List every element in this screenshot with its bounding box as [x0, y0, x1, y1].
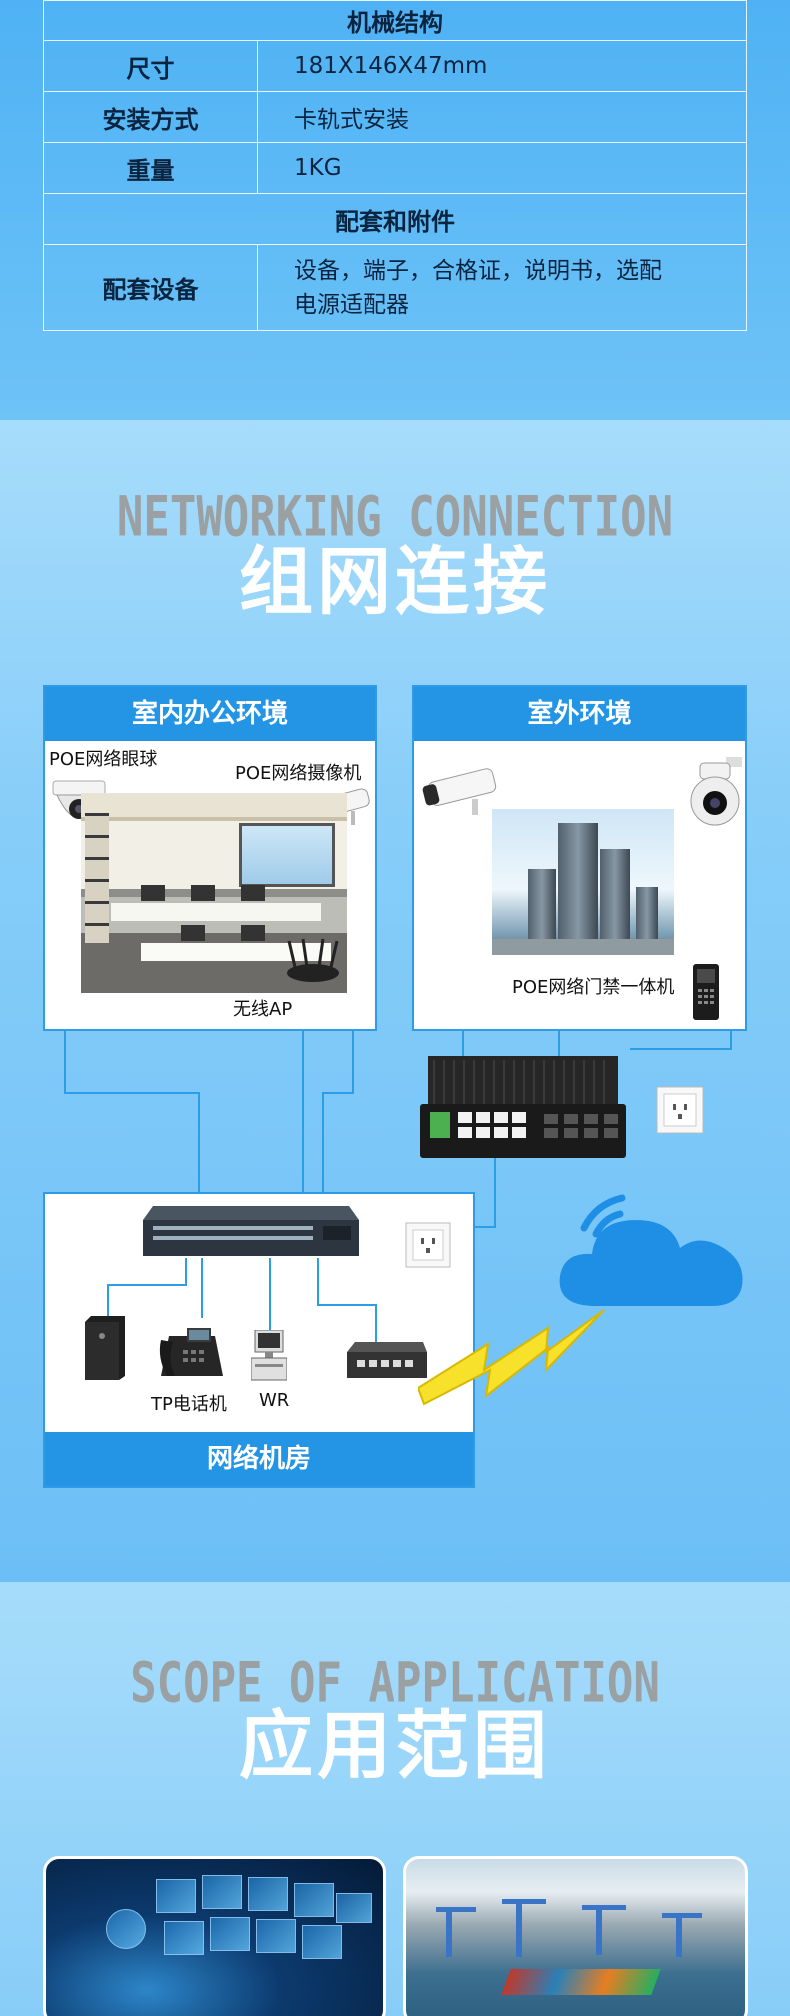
- speed-dome-camera-icon: [690, 757, 742, 826]
- workstation-icon: [251, 1330, 287, 1381]
- monitoring-wall-photo: [43, 1856, 386, 2016]
- wire: [375, 1304, 377, 1344]
- wire: [302, 1010, 304, 1210]
- spec-value: 卡轨式安装: [257, 91, 747, 143]
- wire: [201, 1258, 203, 1318]
- accessory-line-2: 电源适配器: [294, 291, 409, 318]
- indoor-panel: 室内办公环境 POE网络眼球 POE网络摄像机 无线AP: [43, 685, 377, 1031]
- ip-phone-label: TP电话机: [151, 1394, 227, 1415]
- networking-en-title: NETWORKING CONNECTION: [116, 485, 674, 550]
- table-row: 机械结构: [43, 0, 747, 41]
- access-control-label: POE网络门禁一体机: [512, 977, 675, 998]
- wire: [107, 1284, 109, 1316]
- spec-value: 1KG: [257, 142, 747, 194]
- wire: [185, 1258, 187, 1286]
- wire: [322, 1092, 354, 1094]
- workstation-label: WR: [259, 1390, 290, 1411]
- wire: [64, 1092, 200, 1094]
- desktop-switch-icon: [347, 1342, 427, 1378]
- wire: [558, 1004, 560, 1070]
- section-header-mechanical: 机械结构: [43, 0, 747, 41]
- outdoor-panel-title: 室外环境: [414, 687, 745, 741]
- wireless-ap-label: 无线AP: [233, 999, 293, 1020]
- spec-key: 尺寸: [43, 40, 258, 92]
- power-outlet-icon: [656, 1086, 704, 1134]
- wire: [630, 1048, 732, 1050]
- table-row: 安装方式 卡轨式安装: [43, 91, 747, 143]
- access-control-terminal-icon: [693, 964, 719, 1020]
- dome-camera-label: POE网络眼球: [49, 749, 158, 770]
- spec-section: 机械结构 尺寸 181X146X47mm 安装方式 卡轨式安装 重量 1KG 配…: [0, 0, 790, 420]
- cloud-wifi-icon: [559, 1194, 743, 1306]
- spec-value: 设备，端子，合格证，说明书，选配 电源适配器: [257, 244, 747, 331]
- outdoor-bullet-camera-icon: [422, 768, 497, 815]
- wireless-router-icon: [287, 938, 339, 982]
- pc-tower-icon: [85, 1316, 125, 1380]
- accessory-line-1: 设备，端子，合格证，说明书，选配: [294, 257, 662, 284]
- wire: [198, 1092, 200, 1212]
- bullet-camera-label: POE网络摄像机: [235, 763, 362, 784]
- table-row: 配套和附件: [43, 193, 747, 245]
- spec-key: 重量: [43, 142, 258, 194]
- wire: [269, 1258, 271, 1334]
- table-row: 重量 1KG: [43, 142, 747, 194]
- application-cn-title: 应用范围: [239, 1703, 551, 1789]
- indoor-panel-title: 室内办公环境: [45, 687, 375, 741]
- city-building-photo: [492, 809, 674, 955]
- network-room-panel: 网络机房: [43, 1192, 475, 1488]
- rack-switch-icon: [143, 1206, 359, 1256]
- table-row: 配套设备 设备，端子，合格证，说明书，选配 电源适配器: [43, 244, 747, 331]
- wire: [317, 1304, 375, 1306]
- network-room-title: 网络机房: [45, 1432, 473, 1486]
- application-en-title: SCOPE OF APPLICATION: [130, 1651, 660, 1716]
- spec-table: 机械结构 尺寸 181X146X47mm 安装方式 卡轨式安装 重量 1KG 配…: [43, 0, 747, 331]
- outdoor-panel: 室外环境 POE网络门禁一体机: [412, 685, 747, 1031]
- power-outlet-icon: [405, 1222, 451, 1268]
- office-photo: [81, 793, 347, 993]
- industrial-poe-switch-icon: [420, 1056, 626, 1158]
- spec-value: 181X146X47mm: [257, 40, 747, 92]
- ip-phone-icon: [159, 1328, 223, 1376]
- networking-section: NETWORKING CONNECTION 组网连接 室内办公环境 POE网络眼…: [0, 420, 790, 1582]
- wire: [107, 1284, 187, 1286]
- wire: [494, 1156, 496, 1228]
- application-section: SCOPE OF APPLICATION 应用范围: [0, 1582, 790, 2016]
- table-row: 尺寸 181X146X47mm: [43, 40, 747, 92]
- lightning-bolt-icon: [418, 1309, 605, 1406]
- wire: [322, 1092, 324, 1212]
- port-harbor-photo: [403, 1856, 748, 2016]
- networking-cn-title: 组网连接: [239, 539, 551, 625]
- section-header-accessories: 配套和附件: [43, 193, 747, 245]
- spec-key: 配套设备: [43, 244, 258, 331]
- spec-key: 安装方式: [43, 91, 258, 143]
- wire: [317, 1258, 319, 1306]
